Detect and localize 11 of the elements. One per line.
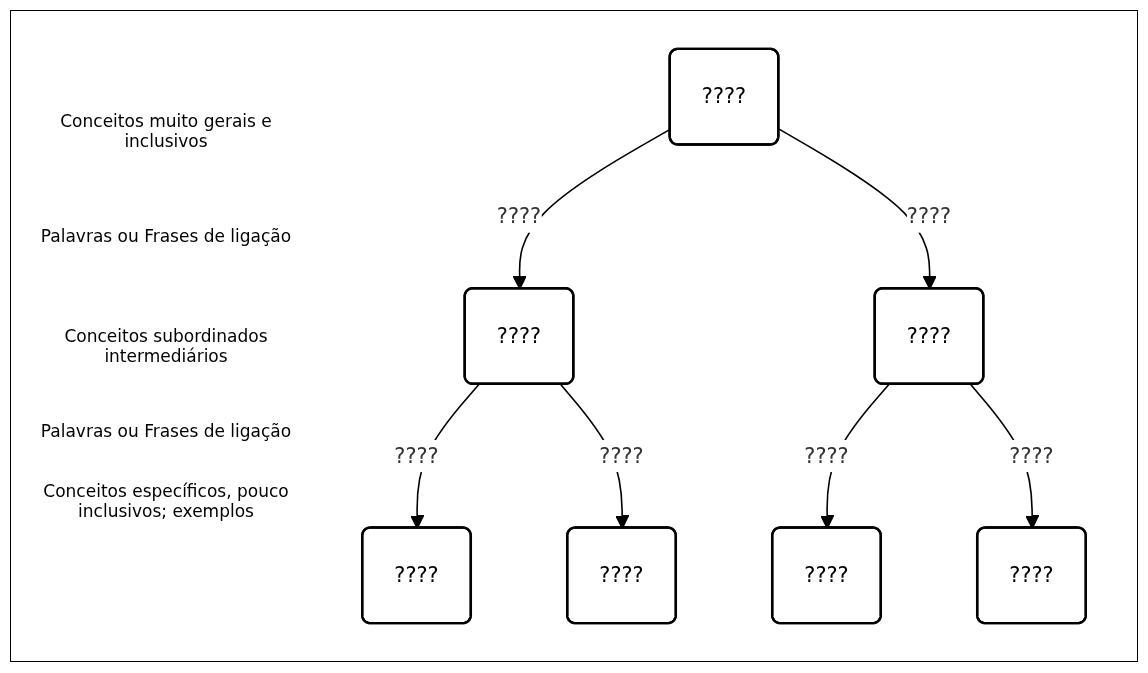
edge-label: ???? <box>1009 443 1054 468</box>
level-note: Conceitos específicos, pouco inclusivos; exemplos <box>42 481 290 521</box>
level-note: Conceitos muito gerais e inclusivos <box>59 111 273 151</box>
edge-label: ???? <box>496 203 542 228</box>
edge-label: ???? <box>906 203 952 228</box>
level-note: Conceitos subordinados intermediários <box>63 326 269 366</box>
level-note: Palavras ou Frases de ligação <box>39 421 293 441</box>
edge-label: ???? <box>804 443 849 468</box>
level-note: Palavras ou Frases de ligação <box>39 226 293 246</box>
edge-label: ???? <box>599 443 644 468</box>
edge-label: ???? <box>394 443 439 468</box>
